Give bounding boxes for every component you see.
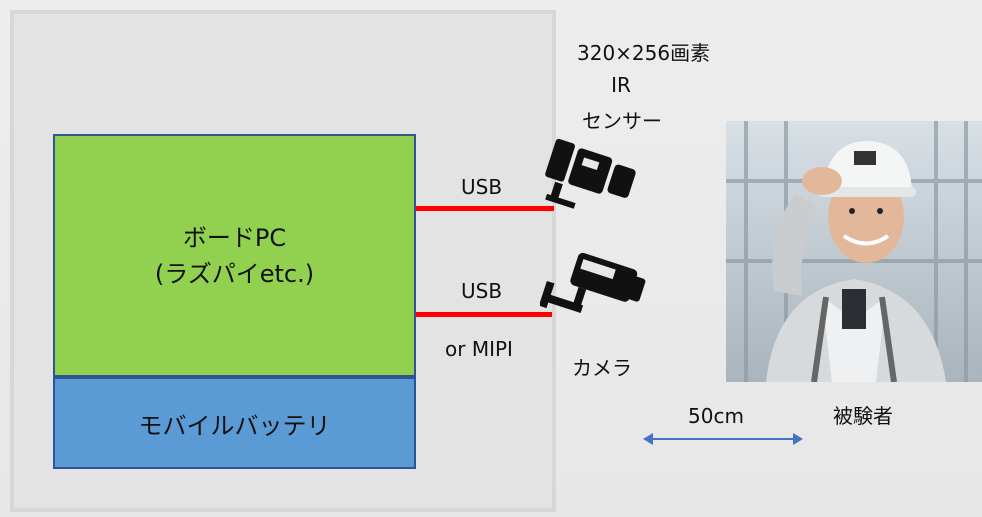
camera-icon	[540, 252, 646, 313]
board-pc-sublabel: (ラズパイetc.)	[154, 259, 315, 288]
subject-label: 被験者	[833, 404, 893, 428]
ir-resolution-label: 320×256画素	[577, 41, 711, 65]
usb-cable-ir	[416, 206, 554, 211]
ir-sensor-label: センサー	[582, 109, 662, 133]
usb-cable-camera	[416, 312, 552, 317]
mipi-label-camera: or MIPI	[445, 337, 513, 361]
usb-label-camera: USB	[461, 279, 503, 303]
mobile-battery-block: モバイルバッテリ	[53, 377, 416, 469]
board-pc-label: ボードPC	[182, 223, 287, 252]
usb-label-ir: USB	[461, 175, 503, 199]
subject-photo	[726, 121, 982, 382]
board-pc-block: ボードPC (ラズパイetc.)	[53, 134, 416, 377]
ir-sensor-icon	[545, 138, 636, 209]
camera-label: カメラ	[572, 356, 632, 380]
distance-arrow	[643, 433, 803, 445]
distance-label: 50cm	[688, 404, 744, 428]
ir-label: IR	[611, 73, 631, 97]
mobile-battery-label: モバイルバッテリ	[138, 411, 331, 440]
